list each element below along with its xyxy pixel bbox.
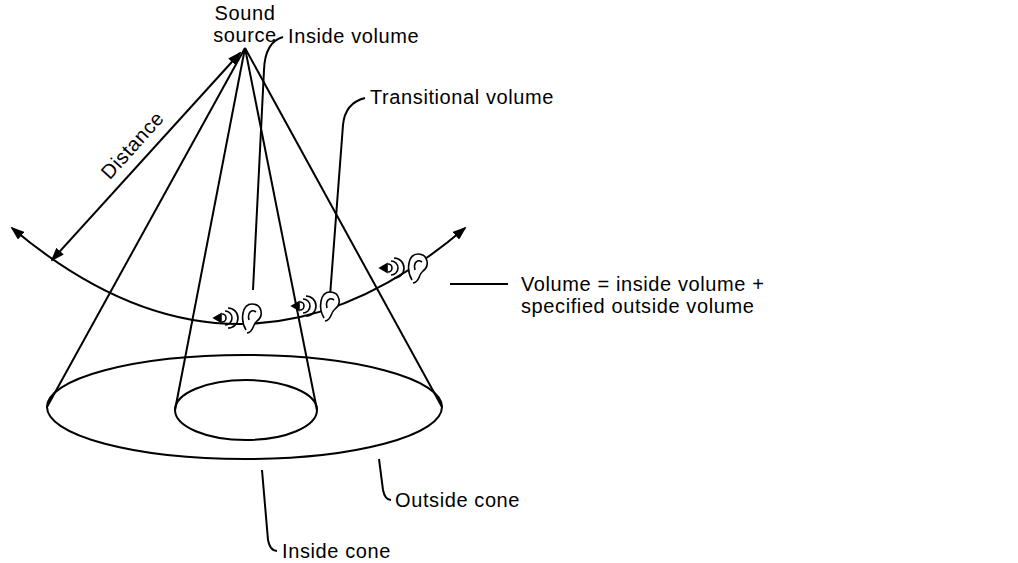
sound-wave: [394, 258, 404, 278]
ear-outline: [321, 292, 340, 321]
source-label: Sound source: [206, 2, 284, 46]
callout-label: Inside cone: [282, 540, 391, 562]
sound-wave: [300, 302, 304, 310]
sound-wave: [306, 296, 316, 316]
ear-outline: [409, 254, 428, 283]
sound-emitter: [380, 264, 387, 272]
sound-wave: [228, 308, 238, 328]
listener-arc: [12, 228, 465, 324]
sound-wave: [222, 314, 226, 322]
callout-label: Inside volume: [288, 25, 419, 47]
leader-line: [330, 98, 365, 296]
leader-line: [262, 470, 277, 551]
formula-note: Volume = inside volume + specified outsi…: [521, 273, 801, 317]
inside-cone-base: [175, 380, 317, 440]
callout-label: Outside cone: [395, 489, 520, 511]
ear-inner: [327, 299, 334, 308]
sound-wave: [391, 261, 398, 275]
inside-cone-edge: [175, 48, 245, 410]
sound-wave: [225, 311, 232, 325]
leader-line: [450, 283, 508, 285]
listener-ear: [214, 304, 261, 333]
sound-emitter: [292, 302, 299, 310]
callout-label: Transitional volume: [370, 86, 554, 108]
ear-inner: [415, 261, 422, 270]
listener-ear: [380, 254, 427, 283]
ear-inner: [249, 311, 256, 320]
leader-line: [253, 37, 283, 290]
outside-cone-base: [47, 355, 442, 459]
sound-wave: [303, 299, 310, 313]
distance-arrow: [52, 53, 240, 260]
listener-ear: [292, 292, 339, 321]
sound-wave: [388, 264, 392, 272]
sound-emitter: [214, 314, 221, 322]
ear-outline: [243, 304, 262, 333]
leader-line: [379, 459, 391, 500]
outside-cone-edge: [47, 48, 245, 407]
